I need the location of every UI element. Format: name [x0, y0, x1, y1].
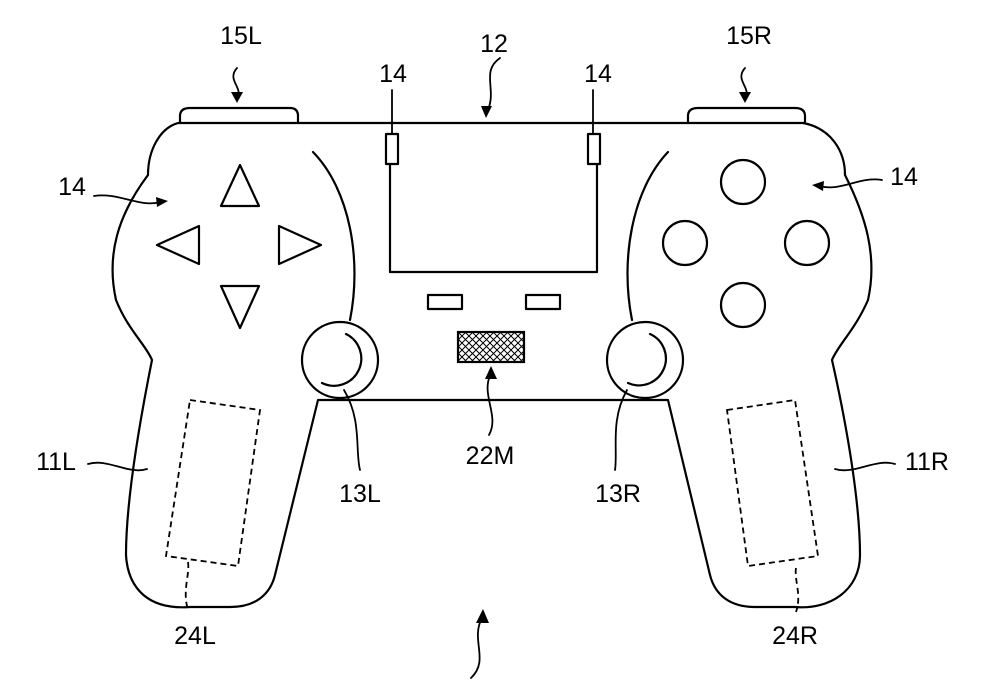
label-13R: 13R — [595, 480, 641, 508]
arrow-bottom — [476, 609, 489, 623]
trigger-left — [178, 106, 300, 125]
leader-14-buttons — [819, 178, 883, 189]
leader-13L — [343, 389, 361, 471]
leader-11L — [87, 461, 148, 472]
label-11R: 11R — [905, 448, 949, 476]
vibration-motor-right — [725, 398, 820, 568]
label-14-buttons: 14 — [890, 163, 918, 191]
label-11L: 11L — [36, 448, 76, 476]
label-14-touch-left: 14 — [379, 60, 407, 88]
leader-13R — [614, 389, 628, 471]
arrow-12 — [481, 106, 492, 118]
stick-left-inner — [320, 332, 363, 387]
label-12: 12 — [480, 30, 508, 58]
label-15R: 15R — [726, 22, 772, 50]
touchpad — [388, 163, 599, 274]
leader-24R — [794, 567, 800, 613]
leader-bottom — [470, 617, 483, 679]
stick-left-outer — [300, 320, 380, 400]
share-button — [426, 293, 464, 311]
face-button-left — [661, 219, 709, 267]
trigger-right — [686, 106, 807, 125]
arrow-15L — [231, 92, 243, 103]
leader-11R — [834, 461, 896, 472]
stick-right-outer — [605, 320, 685, 400]
face-button-bottom — [719, 281, 767, 329]
stick-right-inner — [626, 332, 667, 387]
options-button — [524, 293, 562, 311]
leader-12 — [486, 57, 501, 113]
dpad-left — [155, 224, 201, 266]
right-inner-arc — [626, 150, 670, 322]
arrow-22M — [485, 366, 497, 379]
arrow-14-buttons — [812, 181, 824, 191]
face-button-top — [719, 158, 767, 206]
dpad-down — [219, 284, 261, 330]
arrow-15R — [739, 92, 751, 103]
label-13L: 13L — [339, 480, 381, 508]
label-14-touch-right: 14 — [584, 60, 612, 88]
leader-14-dpad — [93, 194, 161, 205]
label-24R: 24R — [772, 622, 818, 650]
label-15L: 15L — [220, 22, 262, 50]
leader-24L — [184, 561, 190, 611]
arrow-14-dpad — [156, 197, 168, 207]
label-14-dpad: 14 — [58, 173, 86, 201]
controller-body-outline — [111, 121, 873, 609]
left-inner-arc — [311, 150, 356, 322]
light-right — [586, 132, 602, 166]
speaker-grille — [456, 330, 526, 364]
light-left — [384, 132, 400, 166]
label-24L: 24L — [174, 622, 216, 650]
face-button-right — [783, 219, 831, 267]
dpad-right — [277, 224, 323, 266]
dpad-up — [219, 163, 261, 208]
label-22M: 22M — [466, 442, 515, 470]
leader-22M — [486, 372, 494, 436]
vibration-motor-left — [164, 398, 262, 568]
